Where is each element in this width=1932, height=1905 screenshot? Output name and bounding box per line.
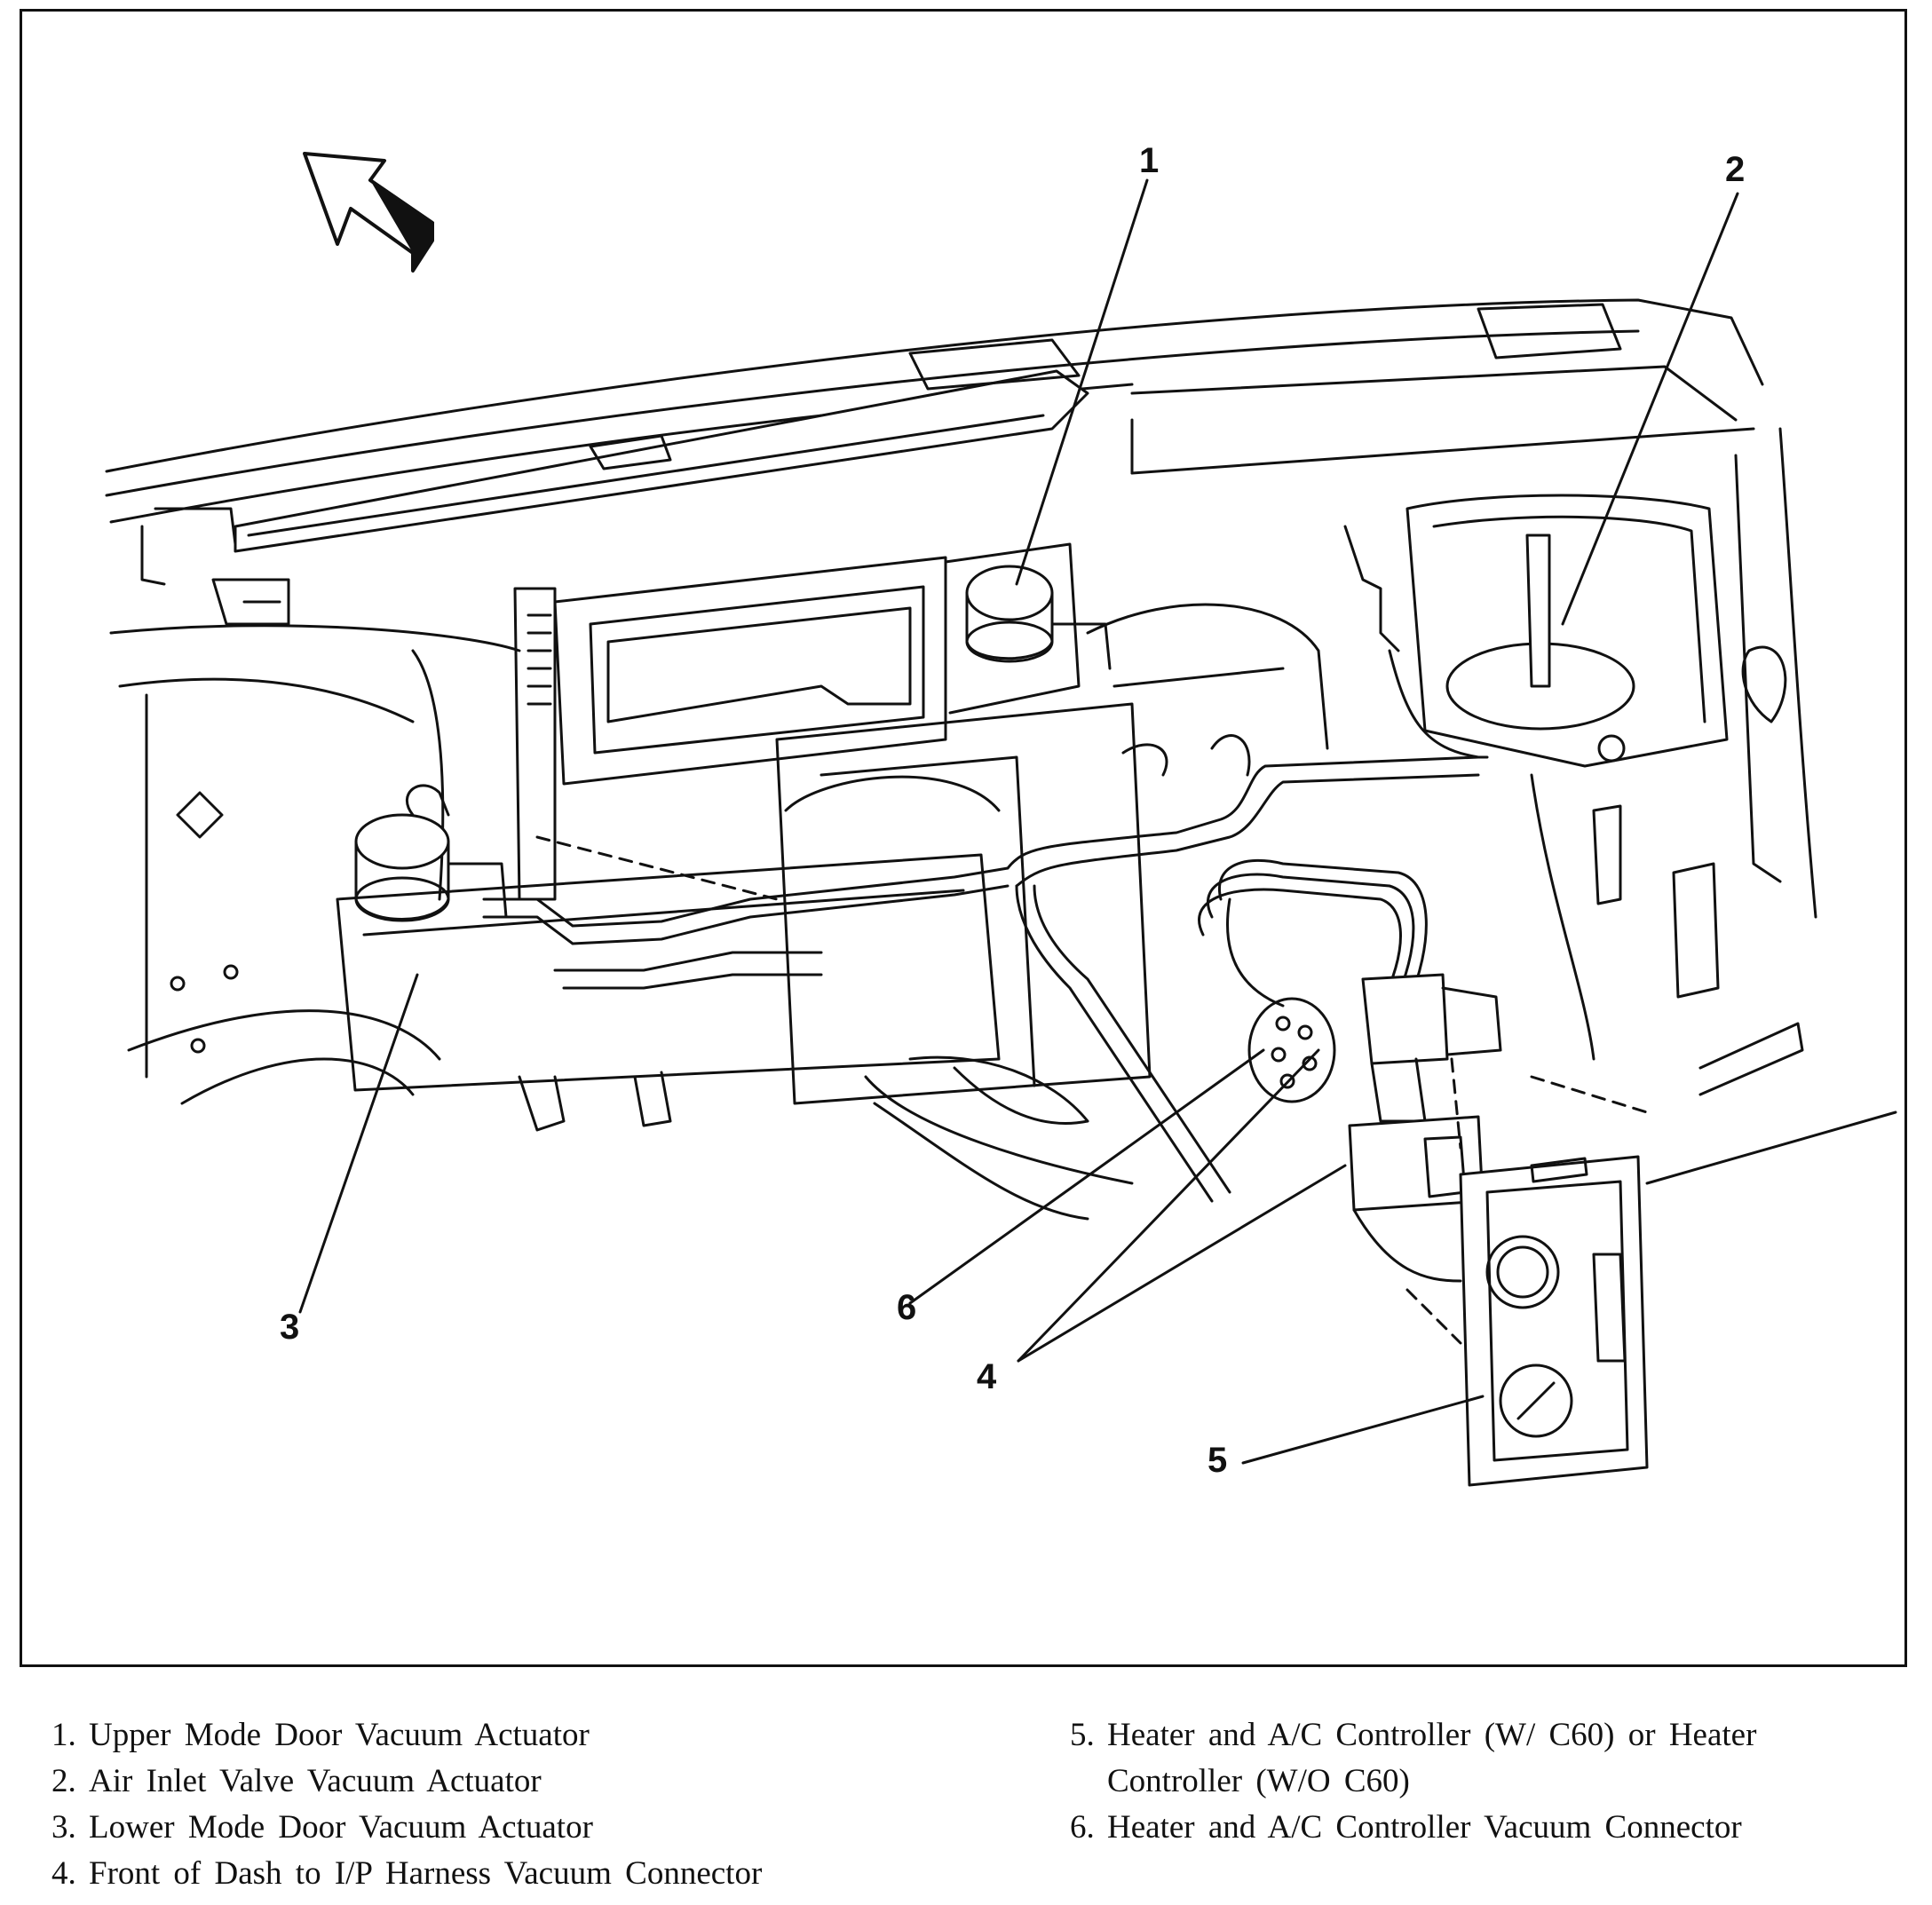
legend-text: Lower Mode Door Vacuum Actuator — [89, 1809, 593, 1846]
dash-lower-left — [109, 624, 521, 1105]
leader-lines — [298, 178, 1739, 1465]
legend-text: Heater and A/C Controller (W/ C60) or He… — [1107, 1717, 1757, 1753]
legend-number: 4. — [51, 1855, 76, 1892]
duct-assembly — [513, 542, 1152, 1105]
legend-number: 5. — [1070, 1717, 1095, 1753]
callout-3: 3 — [280, 1308, 300, 1347]
legend-number: 6. — [1070, 1809, 1095, 1846]
heater-ac-controller-5 — [1459, 1111, 1897, 1487]
legend-number: 2. — [51, 1763, 76, 1799]
legend-item-2: 2. Air Inlet Valve Vacuum Actuator — [51, 1759, 542, 1804]
vacuum-hoses — [482, 734, 1480, 1203]
lower-mode-door-actuator — [354, 784, 508, 922]
legend-text: Heater and A/C Controller Vacuum Connect… — [1107, 1809, 1742, 1846]
assembly-lines — [535, 835, 1649, 1345]
legend-text: Controller (W/O C60) — [1107, 1763, 1410, 1799]
legend-item-6: 6. Heater and A/C Controller Vacuum Conne… — [1070, 1806, 1742, 1850]
legend-item-3: 3. Lower Mode Door Vacuum Actuator — [51, 1806, 593, 1850]
harness-vacuum-connectors-4 — [1348, 973, 1502, 1283]
callout-6: 6 — [897, 1288, 917, 1327]
legend-item-4: 4. Front of Dash to I/P Harness Vacuum Co… — [51, 1852, 762, 1896]
legend-text: Front of Dash to I/P Harness Vacuum Conn… — [89, 1855, 763, 1892]
legend-number: 3. — [51, 1809, 76, 1846]
air-inlet-valve-actuator — [1343, 494, 1729, 768]
instrument-panel-top — [105, 298, 1764, 626]
legend-item-5-continued: Controller (W/O C60) — [1107, 1759, 1410, 1804]
upper-mode-door-actuator — [965, 565, 1112, 670]
parts-legend: 1. Upper Mode Door Vacuum Actuator 2. Air … — [0, 1713, 1932, 1905]
direction-arrow — [303, 152, 434, 273]
callout-5: 5 — [1208, 1441, 1228, 1480]
legend-item-5: 5. Heater and A/C Controller (W/ C60) or … — [1070, 1713, 1756, 1758]
callout-4: 4 — [977, 1357, 997, 1396]
hvac-vacuum-diagram — [105, 152, 1897, 1487]
legend-number: 1. — [51, 1717, 76, 1753]
legend-text: Upper Mode Door Vacuum Actuator — [89, 1717, 590, 1753]
dash-right-panel — [1530, 427, 1817, 1096]
heater-case-lower — [336, 853, 1001, 1132]
vacuum-connector-6 — [1198, 858, 1428, 1103]
legend-text: Air Inlet Valve Vacuum Actuator — [89, 1763, 542, 1799]
diagram-frame: 1 2 3 4 5 6 — [20, 9, 1907, 1667]
blower-housing — [864, 603, 1329, 1221]
callout-1: 1 — [1139, 141, 1160, 180]
legend-item-1: 1. Upper Mode Door Vacuum Actuator — [51, 1713, 590, 1758]
callout-2: 2 — [1725, 150, 1746, 189]
